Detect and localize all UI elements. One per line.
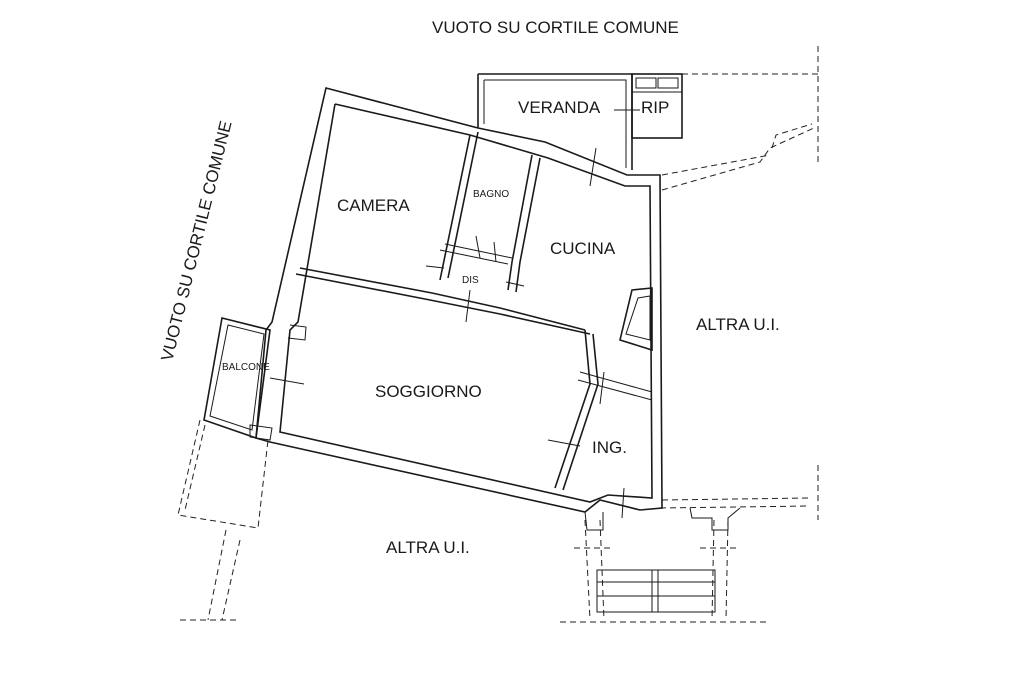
balcone-block [203,317,271,440]
camera-label: CAMERA [337,196,410,215]
veranda-block [477,73,683,170]
veranda-label: VERANDA [518,98,601,117]
door-ticks [269,109,640,519]
dis-label: DIS [462,275,479,286]
altra-ui-bottom-label: ALTRA U.I. [386,538,470,557]
balcone-label: BALCONE [222,362,270,373]
cucina-label: CUCINA [550,239,616,258]
rip-label: RIP [641,98,669,117]
steps [596,569,716,613]
kitchen-chimney [619,287,653,352]
top-void-label: VUOTO SU CORTILE COMUNE [432,18,679,37]
left-void-label: VUOTO SU CORTILE COMUNE [157,119,235,363]
apartment-walls [249,87,741,531]
ing-label: ING. [592,438,627,457]
bagno-label: BAGNO [473,189,509,200]
soggiorno-label: SOGGIORNO [375,382,482,401]
altra-ui-right-label: ALTRA U.I. [696,315,780,334]
